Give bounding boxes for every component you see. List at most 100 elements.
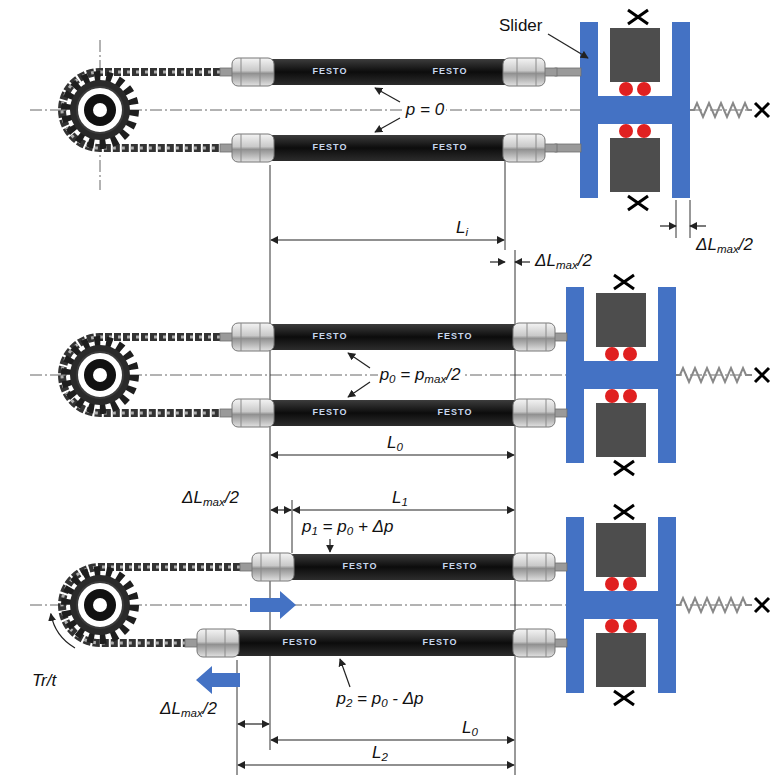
chain [62,72,220,148]
leader-line [548,34,588,58]
chains [62,72,240,643]
sprocket [66,571,134,639]
subscript: 1 [311,525,317,537]
subscript: 2 [346,697,352,709]
text-run: L [456,218,465,237]
muscle-fittings [185,58,567,657]
muscle-body [292,554,515,580]
muscle-fitting [503,58,557,86]
text-run: Tr/t [32,671,56,690]
text-run: /2 [578,251,592,270]
subscript: 1 [402,496,408,508]
brand-marking: FESTO [433,67,468,76]
chain-links [62,337,220,413]
sprocket [66,341,134,409]
text-run: L [392,488,401,507]
piston-rod [555,144,581,152]
dimension-arrow [515,261,530,262]
muscle-body [272,400,515,426]
brand-marking: FESTO [433,143,468,152]
chain [62,337,220,413]
muscle-fitting [513,629,567,657]
text-run: FESTO [433,142,468,152]
slider [566,505,676,705]
subscript: 2 [382,751,388,763]
piston-rod [555,68,581,76]
ground-marks [755,103,769,612]
subscript: max [181,707,203,719]
brand-marking: FESTO [313,408,348,417]
text-run: /2 [739,235,753,254]
subscript: max [203,496,225,508]
brand-marking: FESTO [343,562,378,571]
extension-lines [237,160,690,775]
pressure-label: p2 = p0 - Δp [334,690,425,708]
dimension-arrow [293,509,514,510]
brand-marking: FESTO [313,332,348,341]
text-run: FESTO [313,142,348,152]
subscript: max [717,243,739,255]
pressure-label: p0 = pmax/2 [378,366,463,384]
text-run: = p [352,689,381,708]
extension-line [292,500,293,553]
extension-line [505,160,506,250]
dimension-arrow [660,225,676,226]
spring [690,103,752,117]
dimension-label: L0 [460,719,480,737]
text-run: FESTO [443,561,478,571]
text-run: FESTO [438,331,473,341]
extension-line [270,165,271,750]
text-run: = p [318,517,347,536]
torque-label: Tr/t [30,672,58,690]
muscle-fitting [513,399,567,427]
text-run: = p [396,365,425,384]
text-run: FESTO [343,561,378,571]
dimension-arrow [238,764,514,765]
text-run: FESTO [313,407,348,417]
pressure-label: p = 0 [404,101,446,119]
text-run: p [336,689,345,708]
subscript: 0 [472,726,478,738]
dimension-arrow [271,739,514,740]
chain-links [62,72,220,148]
text-run: FESTO [438,407,473,417]
subscript: 0 [397,441,403,453]
brand-marking: FESTO [313,143,348,152]
leader-lines [51,34,588,687]
text-run: FESTO [423,637,458,647]
brand-marking: FESTO [423,638,458,647]
muscle-fitting [513,323,567,351]
muscle-fitting [503,134,557,162]
ground-mark [755,598,769,612]
dimension-label: ΔLmax/2 [158,700,219,718]
text-run: ΔL [160,699,181,718]
brand-marking: FESTO [438,408,473,417]
muscle-fitting [185,629,239,657]
slider [566,275,676,475]
brand-marking: FESTO [438,332,473,341]
text-run: FESTO [313,331,348,341]
leader-line [329,539,330,552]
muscle-body [272,135,505,161]
text-run: - Δp [388,689,424,708]
text-run: p = 0 [406,100,444,119]
dimension-label: L2 [370,744,390,762]
motion-arrow [196,666,240,694]
subscript: 0 [389,373,395,385]
dimension-arrow [271,509,291,510]
text-run: /2 [446,365,460,384]
muscle-fitting [513,553,567,581]
text-run: L [372,743,381,762]
brand-marking: FESTO [443,562,478,571]
spring [676,598,752,612]
muscle-body [272,324,515,350]
dimension-label: ΔLmax/2 [533,252,594,270]
muscle-bodies [237,59,515,656]
text-run: /2 [225,488,239,507]
text-run: Slider [499,16,542,35]
leader-line [375,88,400,102]
leader-line [348,382,370,397]
subscript: 0 [381,697,387,709]
